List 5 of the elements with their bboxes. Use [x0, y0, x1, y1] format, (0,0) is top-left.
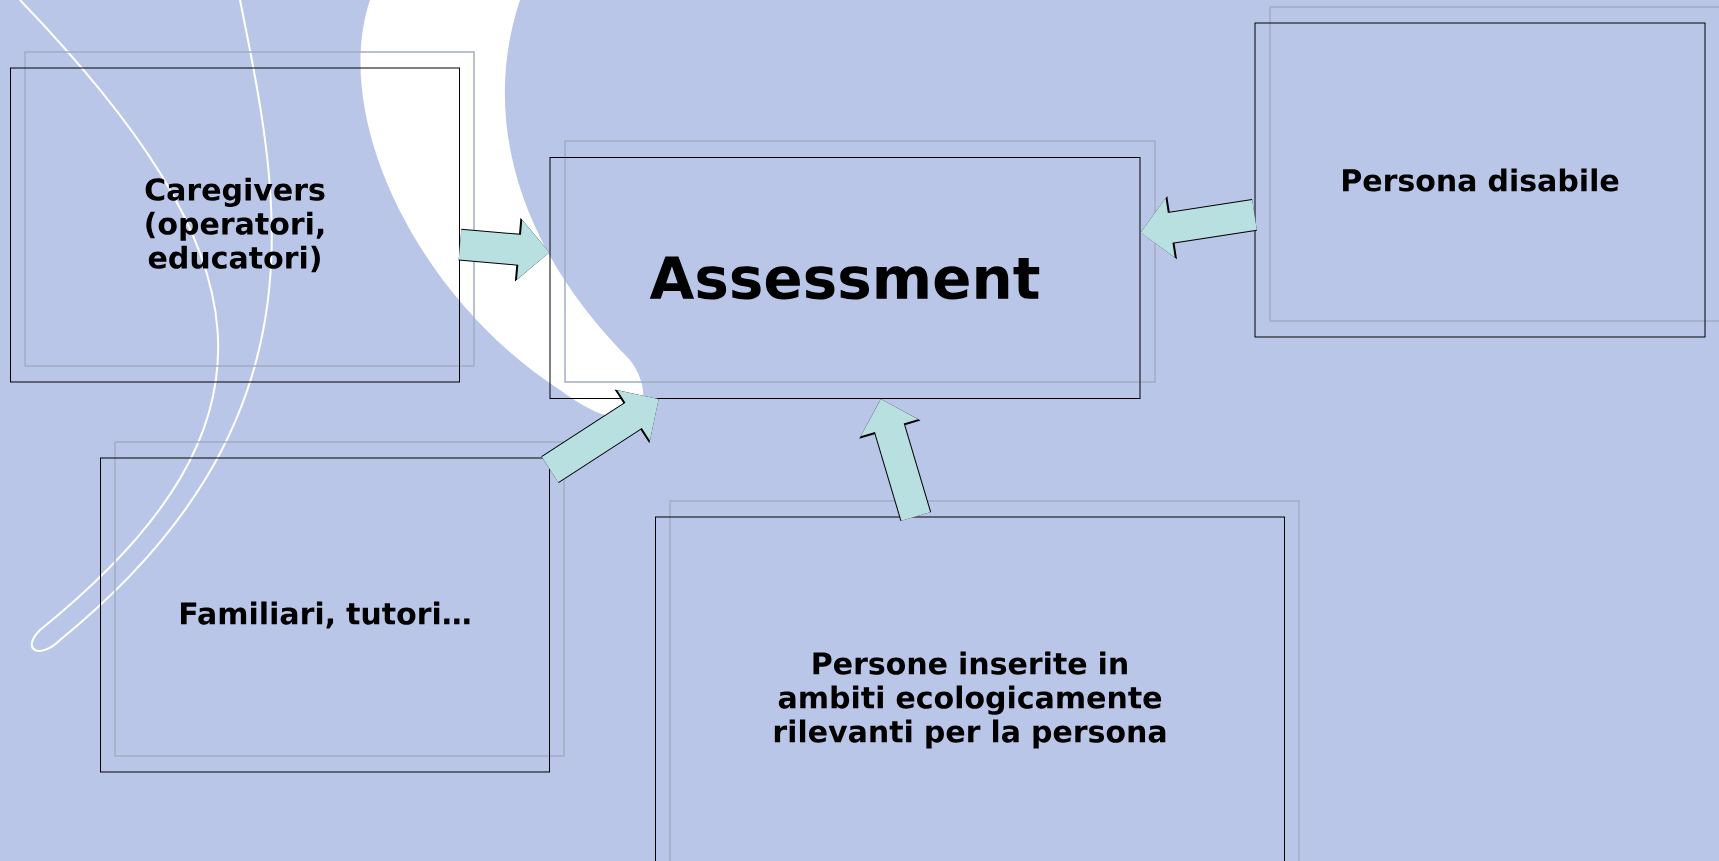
text-box: Persona disabile: [1254, 22, 1706, 338]
text-box: Persone inserite in ambiti ecologicamente rilevanti per la persona: [655, 516, 1285, 861]
text-box: Assessment: [549, 157, 1141, 399]
text-box: Caregivers (operatori, educatori): [10, 67, 460, 383]
text-box: Familiari, tutori…: [100, 457, 550, 773]
